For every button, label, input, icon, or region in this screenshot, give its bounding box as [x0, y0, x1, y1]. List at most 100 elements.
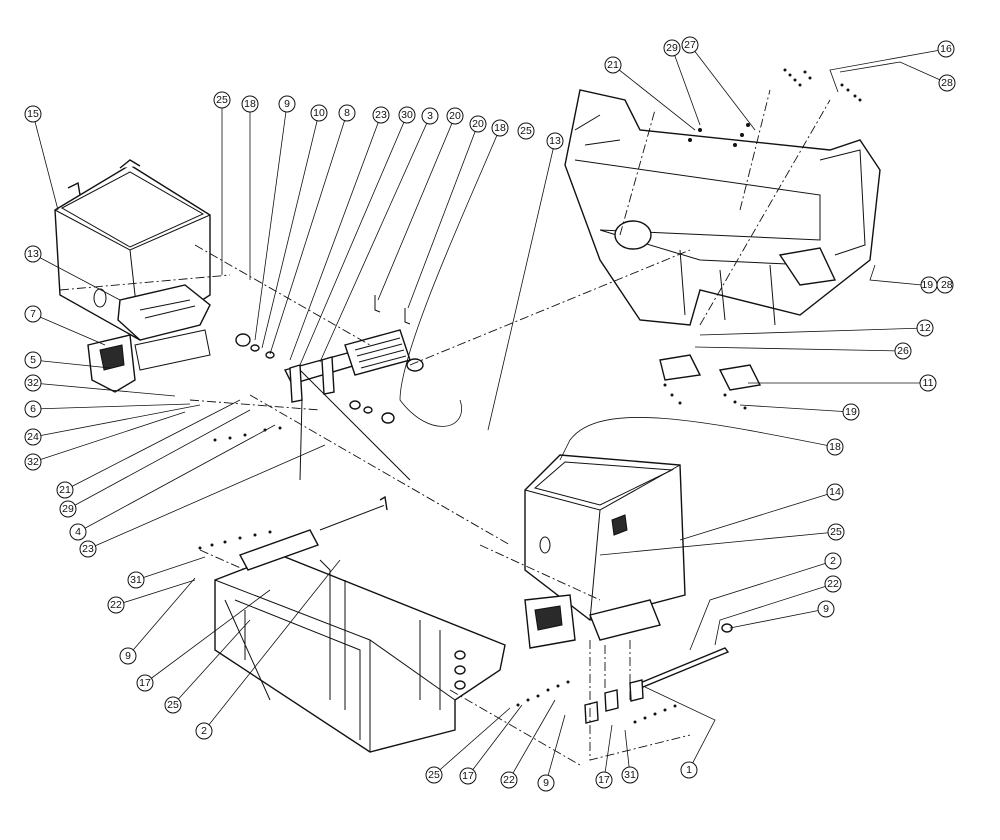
callout-label: 28	[941, 77, 953, 89]
callout-circle	[372, 106, 390, 124]
callout-20a: 20	[446, 107, 464, 125]
callout-label: 23	[375, 109, 387, 121]
callout-22a: 22	[824, 575, 842, 593]
callout-9c: 9	[119, 647, 137, 665]
callout-21a: 21	[56, 481, 74, 499]
callout-label: 22	[503, 774, 515, 786]
callout-circle	[919, 374, 937, 392]
callout-15: 15	[24, 105, 42, 123]
callout-25b: 25	[517, 122, 535, 140]
callout-label: 22	[110, 599, 122, 611]
callout-22c: 22	[500, 771, 518, 789]
callout-circle	[24, 428, 42, 446]
callout-label: 16	[940, 43, 952, 55]
callout-32a: 32	[24, 374, 42, 392]
callout-circle	[546, 132, 564, 150]
callout-circle	[425, 766, 443, 784]
callout-circle	[680, 761, 698, 779]
callout-circle	[164, 696, 182, 714]
callout-circle	[241, 95, 259, 113]
callout-label: 21	[607, 59, 619, 71]
callout-29b: 29	[663, 39, 681, 57]
callout-18a: 18	[241, 95, 259, 113]
callout-label: 25	[167, 699, 179, 711]
callout-circle	[24, 351, 42, 369]
callout-label: 1	[686, 764, 692, 776]
callout-label: 9	[284, 98, 290, 110]
callout-circle	[894, 342, 912, 360]
callout-23a: 23	[79, 540, 97, 558]
callout-25a: 25	[213, 91, 231, 109]
left-hopper	[54, 159, 211, 393]
callout-circle	[681, 36, 699, 54]
callout-label: 13	[27, 248, 39, 260]
callout-circle	[79, 540, 97, 558]
callout-29a: 29	[59, 500, 77, 518]
callout-label: 21	[59, 484, 71, 496]
callout-17b: 17	[459, 767, 477, 785]
callout-label: 25	[216, 94, 228, 106]
callout-label: 6	[30, 403, 36, 415]
callout-label: 24	[27, 431, 39, 443]
callout-circle	[127, 571, 145, 589]
callout-label: 32	[27, 456, 39, 468]
callout-7: 7	[24, 305, 42, 323]
callout-circle	[595, 771, 613, 789]
callout-label: 17	[462, 770, 474, 782]
callout-label: 19 28	[921, 279, 952, 291]
right-hopper	[524, 454, 686, 649]
callout-label: 9	[823, 603, 829, 615]
drive-shaft-assembly	[235, 295, 424, 481]
callout-2a: 2	[824, 552, 842, 570]
callout-1: 1	[680, 761, 698, 779]
callout-label: 4	[75, 526, 81, 538]
callout-circle	[916, 319, 934, 337]
callout-circle	[338, 104, 356, 122]
callout-circle	[56, 481, 74, 499]
callout-label: 32	[27, 377, 39, 389]
callout-16: 16	[937, 40, 955, 58]
callout-label: 11	[923, 377, 934, 389]
callout-label: 18	[494, 122, 506, 134]
callout-32b: 32	[24, 453, 42, 471]
callout-17c: 17	[595, 771, 613, 789]
callout-label: 25	[830, 526, 842, 538]
callout-label: 31	[624, 769, 636, 781]
callout-circle	[421, 107, 439, 125]
callout-label: 8	[344, 107, 350, 119]
callout-circle	[398, 106, 416, 124]
callout-circle	[24, 453, 42, 471]
assembly-centerlines	[59, 89, 831, 766]
lower-frame	[214, 495, 506, 753]
callout-18b: 18	[491, 119, 509, 137]
truck-body-frame	[564, 68, 881, 410]
callout-label: 19	[845, 406, 857, 418]
callout-label: 25	[520, 125, 532, 137]
callout-24: 24	[24, 428, 42, 446]
callout-circle	[517, 122, 535, 140]
callout-22b: 22	[107, 596, 125, 614]
callout-circle	[938, 74, 956, 92]
callout-20b: 20	[469, 115, 487, 133]
callout-circle	[826, 483, 844, 501]
callout-circle	[537, 774, 555, 792]
callout-13a: 13	[24, 245, 42, 263]
callout-6: 6	[24, 400, 42, 418]
callout-18c: 18	[826, 438, 844, 456]
callout-label: 23	[82, 543, 94, 555]
callout-circle	[107, 596, 125, 614]
callout-4: 4	[69, 523, 87, 541]
callout-27: 27	[681, 36, 699, 54]
callout-circle	[459, 767, 477, 785]
callout-label: 20	[472, 118, 484, 130]
callout-label: 12	[919, 322, 931, 334]
callout-label: 2	[830, 555, 836, 567]
callout-circle	[24, 245, 42, 263]
callout-label: 14	[829, 486, 841, 498]
callout-label: 17	[139, 677, 151, 689]
callout-label: 20	[449, 110, 461, 122]
callout-circle	[817, 600, 835, 618]
callout-11: 11	[919, 374, 937, 392]
